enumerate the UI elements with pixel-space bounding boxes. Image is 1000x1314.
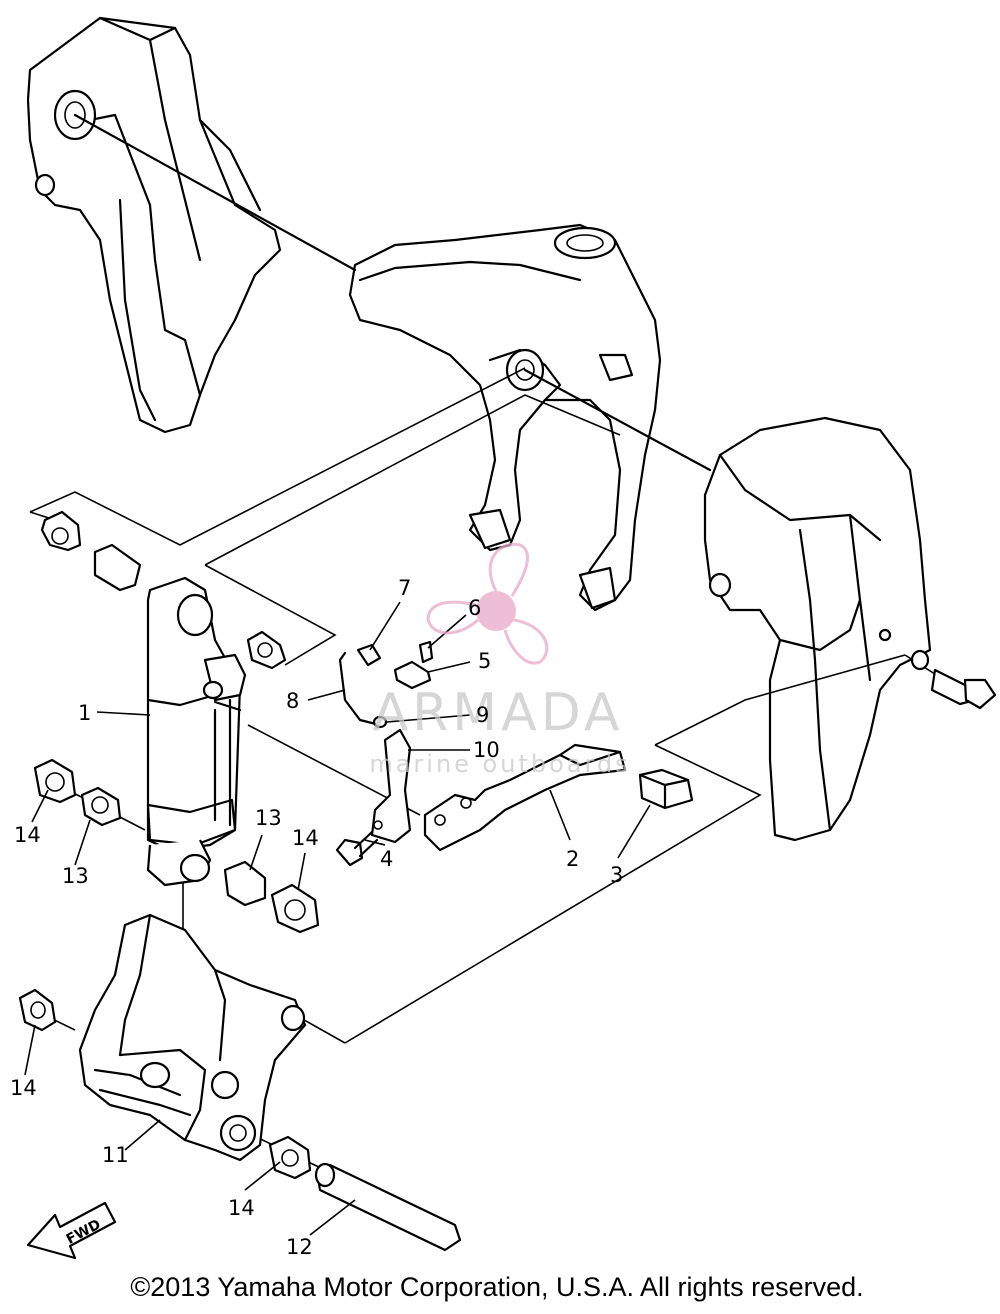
- part-2-tilt-lever: [423, 743, 627, 852]
- label-14-upper-left: 14: [14, 823, 41, 847]
- part-labels: 1 2 3 4 5 6 7 8 9 10 11 12 13 13 14 14 1…: [10, 576, 623, 1259]
- part-13-collar-right: [223, 860, 267, 907]
- label-14-bottom: 14: [228, 1196, 255, 1220]
- label-14-lower-left: 14: [10, 1076, 37, 1100]
- swivel-bracket: [348, 223, 662, 612]
- propeller-hub: [476, 591, 516, 631]
- fwd-arrow-icon: FWD: [26, 1201, 117, 1260]
- part-12-shaft: [314, 1162, 462, 1252]
- part-10-plate: [370, 728, 412, 844]
- part-7-clip: [356, 643, 382, 667]
- part-13-collar-left: [80, 786, 122, 827]
- propeller-blade: [503, 618, 549, 665]
- bushing-cylinder-top: [246, 630, 287, 670]
- label-8: 8: [286, 689, 299, 713]
- part-14-bushing-bottom: [268, 1135, 312, 1180]
- label-14-right: 14: [292, 826, 319, 850]
- part-8-rod: [338, 651, 382, 727]
- label-12: 12: [286, 1235, 313, 1259]
- armada-watermark: ARMADA marine outboards: [369, 542, 630, 778]
- label-7: 7: [398, 576, 411, 600]
- watermark-tagline: marine outboards: [369, 750, 630, 778]
- bushing-top-left: [40, 510, 82, 552]
- part-1-tilt-cylinder: [146, 576, 247, 887]
- label-3: 3: [610, 863, 623, 887]
- part-14-bushing-lower-left: [18, 988, 57, 1032]
- label-9: 9: [476, 703, 489, 727]
- label-4: 4: [380, 847, 393, 871]
- part-4-bolt: [335, 830, 379, 867]
- part-11-mount-bracket: [78, 913, 307, 1162]
- left-clamp-bracket: [26, 16, 282, 434]
- part-14-bushing-right: [270, 883, 320, 934]
- label-11: 11: [102, 1143, 129, 1167]
- part-3-grip: [638, 768, 694, 810]
- propeller-logo-icon: [426, 542, 549, 665]
- propeller-blade: [488, 542, 529, 597]
- part-9-washer: [372, 715, 388, 729]
- label-6: 6: [468, 596, 481, 620]
- right-bolt: [910, 649, 997, 710]
- label-13-left: 13: [62, 864, 89, 888]
- label-2: 2: [566, 847, 579, 871]
- watermark-brand: ARMADA: [373, 683, 624, 743]
- label-5: 5: [478, 649, 491, 673]
- collar-top-left: [93, 543, 142, 592]
- copyright-notice: ©2013 Yamaha Motor Corporation, U.S.A. A…: [130, 1272, 863, 1302]
- part-6-cotter-pin: [418, 640, 434, 664]
- label-1: 1: [78, 701, 91, 725]
- part-14-bushing-upper-left: [33, 758, 77, 804]
- propeller-blade: [426, 600, 479, 635]
- label-13-right: 13: [255, 806, 282, 830]
- part-5-pin: [393, 660, 432, 690]
- right-clamp-bracket: [703, 416, 932, 842]
- label-10: 10: [473, 738, 500, 762]
